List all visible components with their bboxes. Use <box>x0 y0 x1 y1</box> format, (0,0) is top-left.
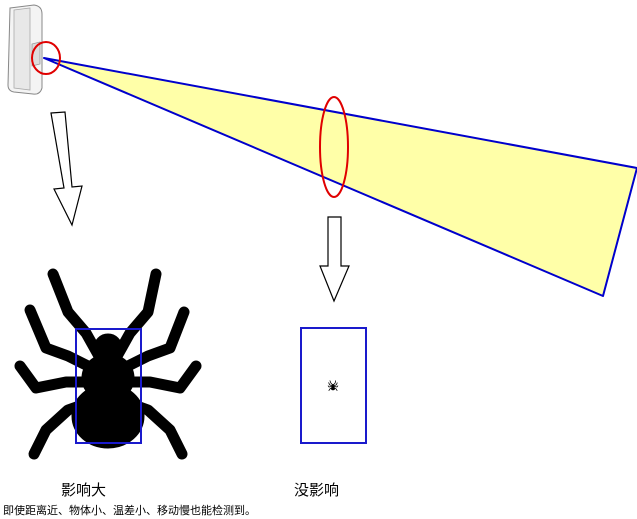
beam-cross-section-highlight <box>319 96 349 198</box>
near-effect-label: 影响大 <box>61 481 107 499</box>
diagram-caption: 即使距离近、物体小、温差小、移动慢也能检测到。 <box>3 504 256 517</box>
sensor-highlight-circle <box>31 41 61 75</box>
sensor-device-icon <box>7 4 43 95</box>
spider-large-icon <box>14 268 202 460</box>
spider-small-icon <box>327 380 339 392</box>
arrow-down-left-icon <box>50 111 83 227</box>
arrow-down-right-icon <box>319 216 350 303</box>
far-object-detection-frame <box>300 327 367 444</box>
far-effect-label: 没影响 <box>294 481 340 499</box>
near-object-detection-frame <box>75 328 142 444</box>
